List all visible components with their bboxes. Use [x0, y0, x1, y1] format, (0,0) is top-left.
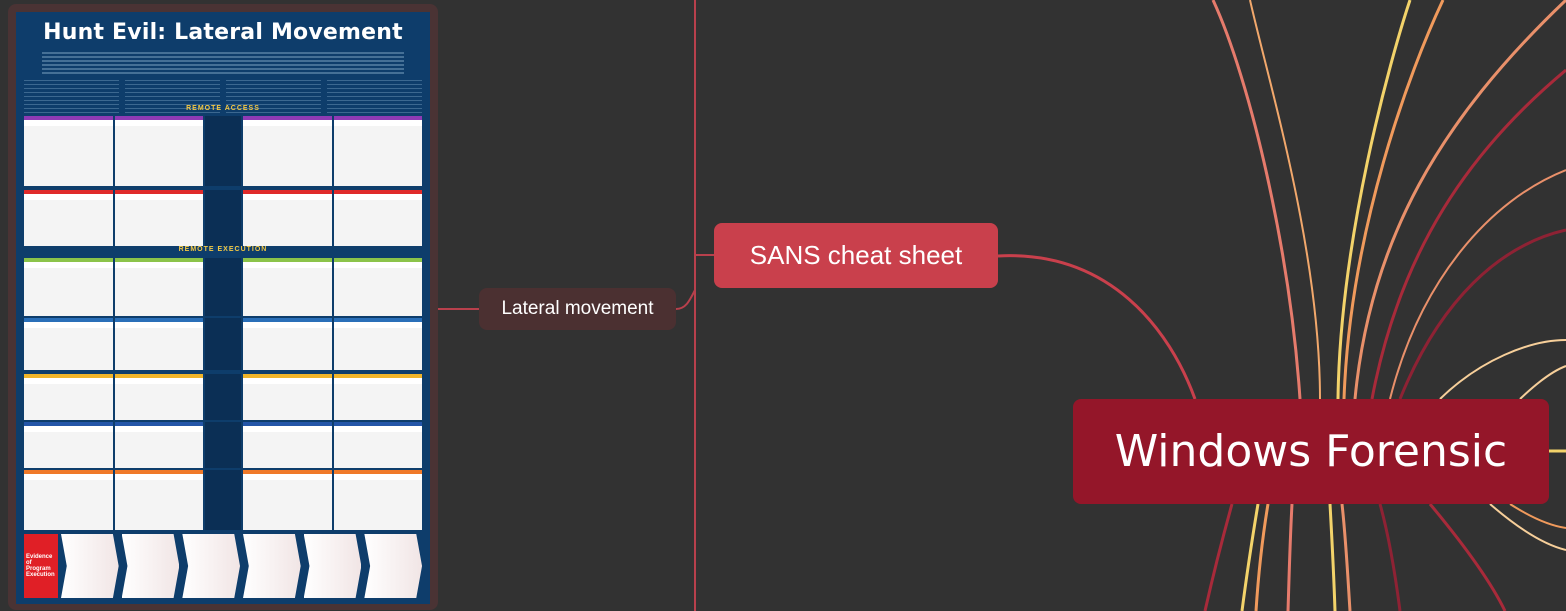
central-topic-windows-forensic[interactable]: Windows Forensic: [1073, 399, 1549, 504]
poster-title: Hunt Evil: Lateral Movement: [43, 20, 403, 45]
root-branch-curve: [1378, 503, 1402, 611]
root-branch-curve: [1211, 0, 1302, 400]
root-branch-curve: [1489, 503, 1566, 551]
lateral-movement-poster-image[interactable]: Hunt Evil: Lateral Movement REMOTE ACCES…: [16, 12, 430, 604]
poster-band: [24, 116, 422, 186]
root-branch-curve: [1340, 503, 1352, 611]
root-branch-curve: [1336, 0, 1412, 400]
lateral-to-trunk-connector: [675, 289, 696, 310]
poster-band: [24, 470, 422, 530]
root-branch-curve: [1428, 503, 1507, 611]
poster-evidence-row: Evidence of Program Execution: [24, 534, 423, 598]
root-branch-curve: [1254, 503, 1270, 611]
root-branch-curve: [1370, 68, 1566, 400]
poster-evidence-label: Evidence of Program Execution: [24, 534, 58, 598]
topic-sans-cheat-sheet[interactable]: SANS cheat sheet: [714, 223, 998, 288]
poster-band: [24, 190, 422, 246]
sans-to-root-connector: [997, 254, 1197, 400]
poster-section-remote-access: REMOTE ACCESS: [186, 105, 260, 112]
root-branch-curve: [1342, 0, 1445, 400]
poster-band: [24, 422, 422, 468]
root-branch-curve: [1353, 0, 1566, 400]
root-branch-curve: [1328, 503, 1337, 611]
root-branch-curve: [1249, 0, 1321, 400]
poster-intro-text: [42, 52, 404, 74]
poster-band: [24, 258, 422, 316]
root-branch-curve: [1398, 228, 1566, 400]
root-branch-curve: [1286, 503, 1294, 611]
root-branch-curve: [1389, 169, 1566, 400]
topic-lateral-movement[interactable]: Lateral movement: [479, 288, 676, 330]
root-branch-curve: [1203, 503, 1234, 611]
poster-info-columns: [24, 80, 422, 116]
root-branch-curve: [1519, 365, 1566, 400]
poster-band: [24, 374, 422, 420]
root-branch-curve: [1509, 503, 1566, 529]
poster-band: [24, 318, 422, 370]
root-branch-curve: [1439, 339, 1566, 400]
root-branch-curve: [1240, 503, 1260, 611]
poster-section-remote-execution: REMOTE EXECUTION: [178, 246, 268, 253]
